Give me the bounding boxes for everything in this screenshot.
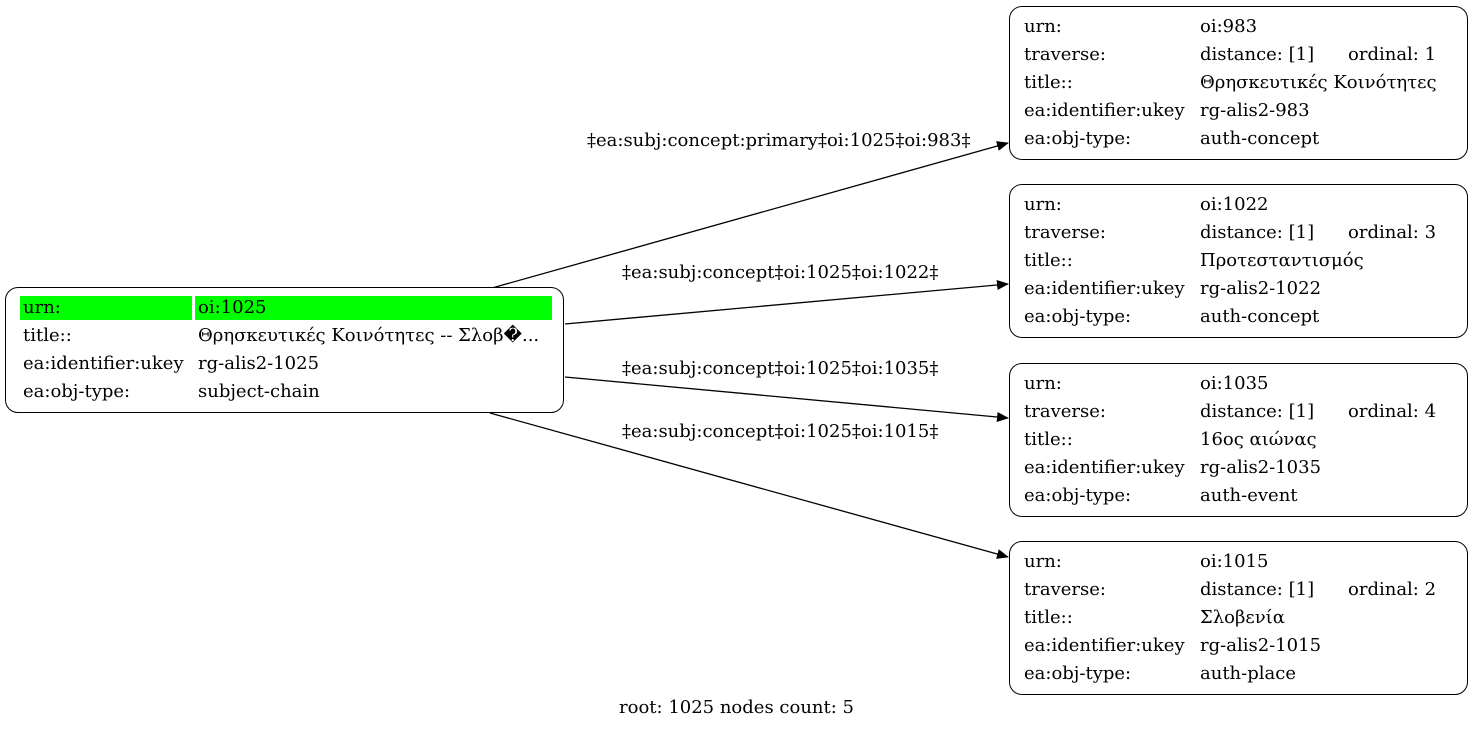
- root-row-ukey: ea:identifier:ukey rg-alis2-1025: [20, 350, 551, 378]
- root-node[interactable]: urn: oi:1025 title:: Θρησκευτικές Κοινότ…: [5, 287, 564, 413]
- root-urn-key-highlight: [20, 296, 192, 320]
- target-key-traverse: traverse:: [1024, 222, 1106, 243]
- target-value-objtype: auth-concept: [1200, 306, 1320, 327]
- edge-line-1035: [564, 376, 1009, 422]
- target-key-traverse: traverse:: [1024, 579, 1106, 600]
- target-value-ukey: rg-alis2-1022: [1200, 278, 1322, 299]
- target-row-title: title:: Προτεσταντισμός: [1024, 247, 1455, 275]
- target-row-traverse: traverse: distance: [1] ordinal: 3: [1024, 219, 1455, 247]
- target-row-urn: urn: oi:1022: [1024, 191, 1455, 219]
- target-key-urn: urn:: [1024, 16, 1062, 37]
- target-key-urn: urn:: [1024, 373, 1062, 394]
- target-key-title: title::: [1024, 607, 1073, 628]
- target-row-title: title:: Θρησκευτικές Κοινότητες: [1024, 69, 1455, 97]
- graph-footer: root: 1025 nodes count: 5: [619, 697, 854, 718]
- target-value-objtype: auth-concept: [1200, 128, 1320, 149]
- target-key-urn: urn:: [1024, 194, 1062, 215]
- root-value-ukey: rg-alis2-1025: [198, 353, 320, 374]
- edge-label-1015: ‡ea:subj:concept‡oi:1025‡oi:1015‡: [622, 421, 939, 442]
- target-node-983[interactable]: urn: oi:983 traverse: distance: [1] ordi…: [1009, 6, 1468, 160]
- target-value-title: 16ος αιώνας: [1200, 429, 1317, 450]
- target-value-ordinal: ordinal: 3: [1348, 222, 1437, 243]
- target-row-ukey: ea:identifier:ukey rg-alis2-1015: [1024, 632, 1455, 660]
- target-key-ukey: ea:identifier:ukey: [1024, 100, 1185, 121]
- target-value-ordinal: ordinal: 2: [1348, 579, 1437, 600]
- target-row-ukey: ea:identifier:ukey rg-alis2-1035: [1024, 454, 1455, 482]
- target-key-objtype: ea:obj-type:: [1024, 485, 1132, 506]
- target-value-objtype: auth-place: [1200, 663, 1296, 684]
- target-key-objtype: ea:obj-type:: [1024, 306, 1132, 327]
- root-value-objtype: subject-chain: [198, 381, 320, 402]
- target-row-urn: urn: oi:983: [1024, 13, 1455, 41]
- root-key-objtype: ea:obj-type:: [23, 381, 131, 402]
- edge-label-1035: ‡ea:subj:concept‡oi:1025‡oi:1035‡: [622, 358, 939, 379]
- edge-line-983: [491, 141, 1009, 289]
- edge-line-1015: [489, 412, 1009, 559]
- target-value-ukey: rg-alis2-983: [1200, 100, 1310, 121]
- target-value-title: Προτεσταντισμός: [1200, 250, 1364, 271]
- target-value-distance: distance: [1]: [1200, 222, 1315, 243]
- target-value-title: Σλοβενία: [1200, 607, 1285, 628]
- target-value-distance: distance: [1]: [1200, 579, 1315, 600]
- root-row-objtype: ea:obj-type: subject-chain: [20, 378, 551, 406]
- target-key-urn: urn:: [1024, 551, 1062, 572]
- target-value-ukey: rg-alis2-1015: [1200, 635, 1322, 656]
- edge-label-1022: ‡ea:subj:concept‡oi:1025‡oi:1022‡: [622, 262, 939, 283]
- target-row-title: title:: 16ος αιώνας: [1024, 426, 1455, 454]
- target-key-traverse: traverse:: [1024, 44, 1106, 65]
- target-row-ukey: ea:identifier:ukey rg-alis2-983: [1024, 97, 1455, 125]
- root-key-urn: urn:: [23, 297, 61, 318]
- target-row-traverse: traverse: distance: [1] ordinal: 4: [1024, 398, 1455, 426]
- target-value-ordinal: ordinal: 4: [1348, 401, 1437, 422]
- target-key-objtype: ea:obj-type:: [1024, 128, 1132, 149]
- target-row-traverse: traverse: distance: [1] ordinal: 2: [1024, 576, 1455, 604]
- target-value-urn: oi:1022: [1200, 194, 1269, 215]
- target-key-ukey: ea:identifier:ukey: [1024, 635, 1185, 656]
- target-value-title: Θρησκευτικές Κοινότητες: [1200, 72, 1437, 93]
- target-key-title: title::: [1024, 250, 1073, 271]
- target-value-objtype: auth-event: [1200, 485, 1298, 506]
- root-key-title: title::: [23, 325, 72, 346]
- target-row-objtype: ea:obj-type: auth-event: [1024, 482, 1455, 510]
- target-node-1022[interactable]: urn: oi:1022 traverse: distance: [1] ord…: [1009, 184, 1468, 338]
- root-value-urn: oi:1025: [198, 297, 267, 318]
- target-key-ukey: ea:identifier:ukey: [1024, 278, 1185, 299]
- target-row-urn: urn: oi:1015: [1024, 548, 1455, 576]
- target-row-objtype: ea:obj-type: auth-place: [1024, 660, 1455, 688]
- edge-label-983: ‡ea:subj:concept:primary‡oi:1025‡oi:983‡: [587, 130, 971, 151]
- target-value-ukey: rg-alis2-1035: [1200, 457, 1322, 478]
- target-row-traverse: traverse: distance: [1] ordinal: 1: [1024, 41, 1455, 69]
- target-key-objtype: ea:obj-type:: [1024, 663, 1132, 684]
- target-key-title: title::: [1024, 429, 1073, 450]
- root-value-title: Θρησκευτικές Κοινότητες -- Σλοβ�...: [198, 325, 540, 346]
- target-key-traverse: traverse:: [1024, 401, 1106, 422]
- target-node-1015[interactable]: urn: oi:1015 traverse: distance: [1] ord…: [1009, 541, 1468, 695]
- target-row-objtype: ea:obj-type: auth-concept: [1024, 125, 1455, 153]
- target-row-urn: urn: oi:1035: [1024, 370, 1455, 398]
- root-row-title: title:: Θρησκευτικές Κοινότητες -- Σλοβ�…: [20, 322, 551, 350]
- target-value-urn: oi:983: [1200, 16, 1258, 37]
- target-row-title: title:: Σλοβενία: [1024, 604, 1455, 632]
- target-value-distance: distance: [1]: [1200, 44, 1315, 65]
- target-value-urn: oi:1015: [1200, 551, 1269, 572]
- edge-line-1022: [564, 280, 1009, 325]
- target-key-ukey: ea:identifier:ukey: [1024, 457, 1185, 478]
- target-value-urn: oi:1035: [1200, 373, 1269, 394]
- root-row-urn: urn: oi:1025: [20, 294, 552, 322]
- target-value-distance: distance: [1]: [1200, 401, 1315, 422]
- root-key-ukey: ea:identifier:ukey: [23, 353, 184, 374]
- target-node-1035[interactable]: urn: oi:1035 traverse: distance: [1] ord…: [1009, 363, 1468, 517]
- target-value-ordinal: ordinal: 1: [1348, 44, 1437, 65]
- target-key-title: title::: [1024, 72, 1073, 93]
- target-row-ukey: ea:identifier:ukey rg-alis2-1022: [1024, 275, 1455, 303]
- target-row-objtype: ea:obj-type: auth-concept: [1024, 303, 1455, 331]
- root-urn-value-highlight: [195, 296, 552, 320]
